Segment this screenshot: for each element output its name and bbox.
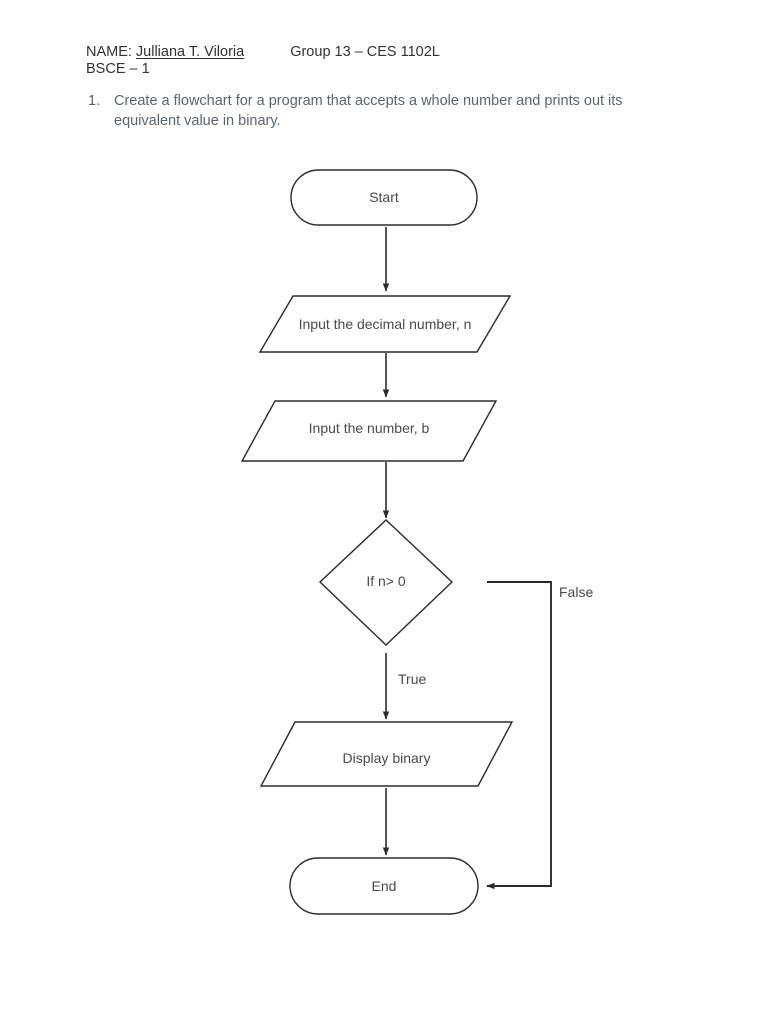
student-name-value: Julliana T. Viloria [135,44,245,60]
name-label: NAME: [86,44,132,60]
node-decision-shape [318,519,454,646]
document-header: NAME: Julliana T. Viloria Group 13 – CES… [86,44,706,79]
edge-decision-false-to-end [486,581,552,890]
instruction-number: 1. [88,93,101,109]
node-input-decimal-shape [258,295,512,353]
node-input-number-shape [240,400,498,462]
edge-label-false: False [559,584,594,600]
node-start-shape [290,169,478,226]
program-year-value: BSCE – 1 [86,61,150,77]
edge-label-true: True [398,671,427,687]
instruction-text: Create a flowchart for a program that ac… [114,93,623,129]
instruction-item: 1. Create a flowchart for a program that… [88,91,668,131]
group-course-value: Group 13 – CES 1102L [290,44,440,60]
node-end-shape [289,857,479,915]
header-line-name: NAME: Julliana T. Viloria Group 13 – CES… [86,44,706,60]
node-display-binary-shape [259,721,514,787]
